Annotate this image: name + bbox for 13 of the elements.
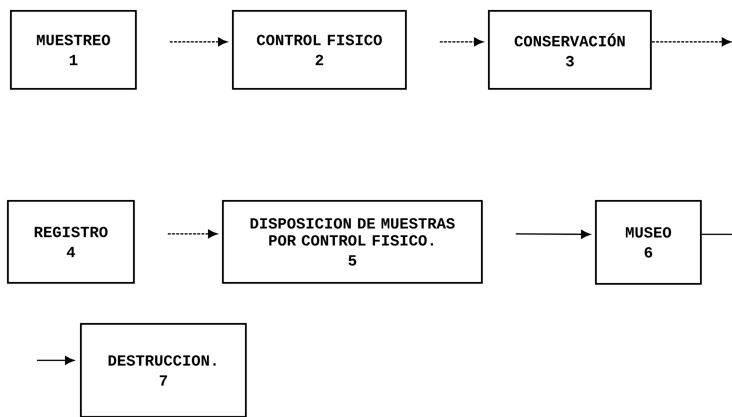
process-box: CONSERVACIÓN 3 — [488, 10, 652, 90]
process-box: DESTRUCCION. 7 — [80, 323, 247, 417]
process-box: REGISTRO 4 — [7, 200, 135, 284]
arrow — [170, 38, 228, 46]
process-box: MUSEO 6 — [595, 200, 702, 285]
process-box: CONTROL FISICO 2 — [232, 10, 407, 90]
arrow — [516, 230, 590, 239]
arrow — [37, 356, 74, 365]
process-box: MUESTREO 1 — [10, 10, 137, 90]
arrow — [168, 230, 218, 238]
arrow — [440, 38, 484, 46]
arrow — [652, 38, 732, 46]
process-box: DISPOSICION DE MUESTRAS POR CONTROL FISICO. 5 — [222, 200, 483, 284]
